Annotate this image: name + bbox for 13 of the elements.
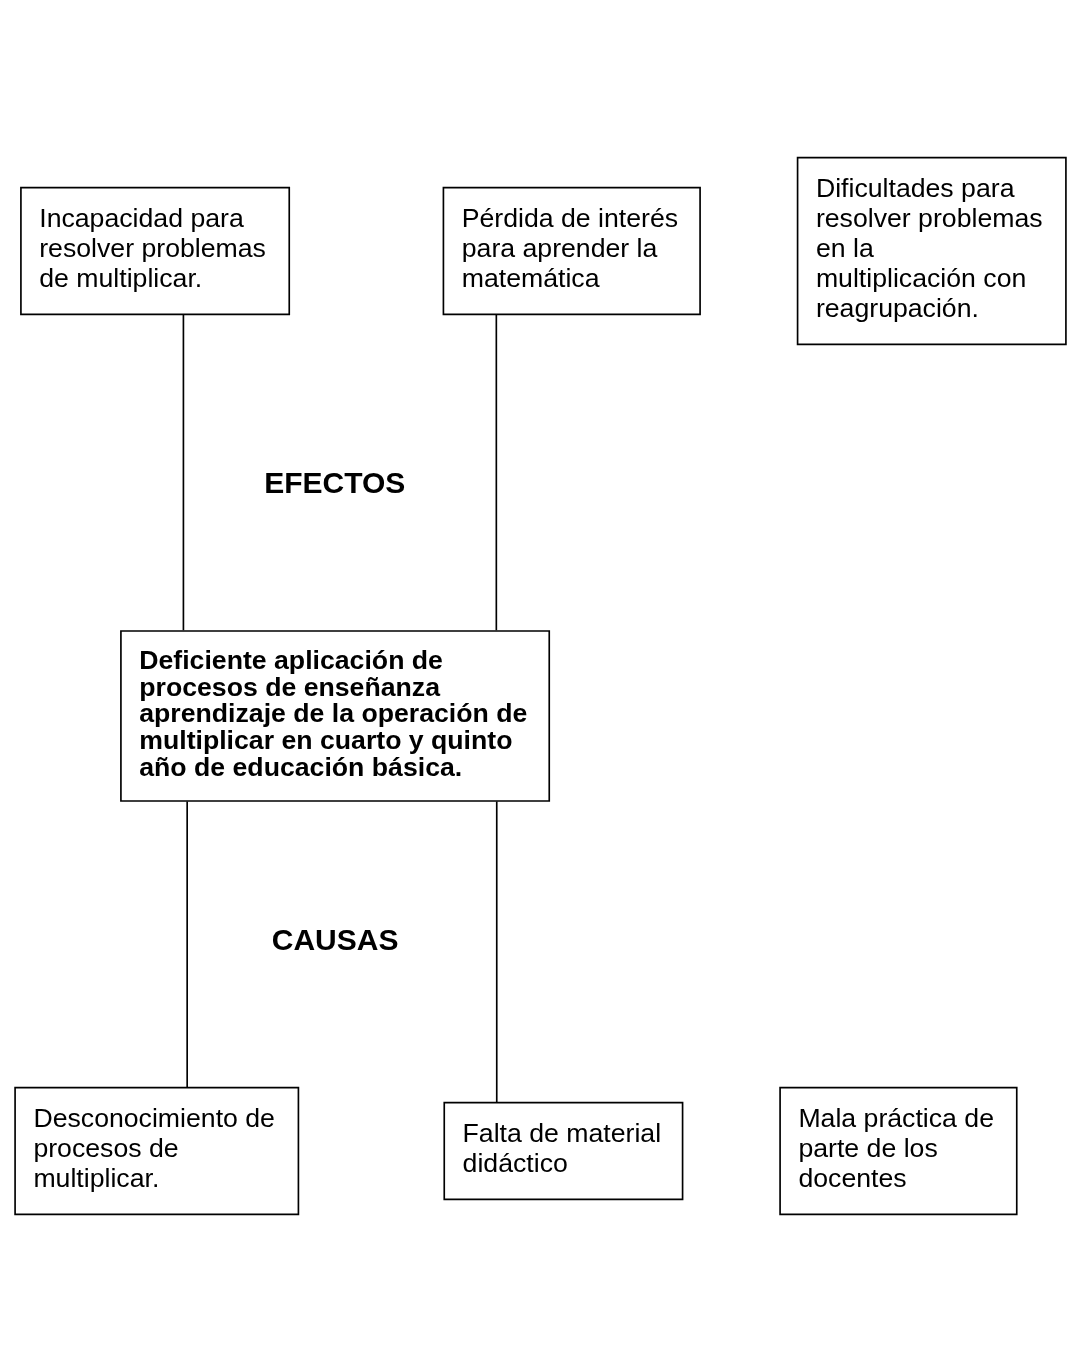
node-box: Incapacidad para resolver problemas de multiplicar.: [20, 186, 291, 316]
node-box: Falta de material didáctico: [443, 1101, 684, 1201]
node-box: Pérdida de interés para aprender la matemática: [442, 186, 701, 316]
connector: [182, 313, 185, 632]
label: EFECTOS: [264, 466, 406, 500]
node-box: Deficiente aplicación de procesos de enseñanza aprendizaje de la operación de multiplicar en cuarto y quinto año de educación básica.: [120, 630, 551, 802]
label: CAUSAS: [271, 923, 399, 956]
connector: [186, 800, 188, 1089]
connector: [495, 800, 498, 1104]
node-box: Mala práctica de parte de los docentes: [779, 1086, 1018, 1216]
node-box: Desconocimiento de procesos de multiplicar.: [14, 1086, 300, 1216]
node-box: Dificultades para resolver problemas en la multiplicación con reagrupación.: [796, 156, 1067, 346]
connector: [495, 313, 498, 632]
